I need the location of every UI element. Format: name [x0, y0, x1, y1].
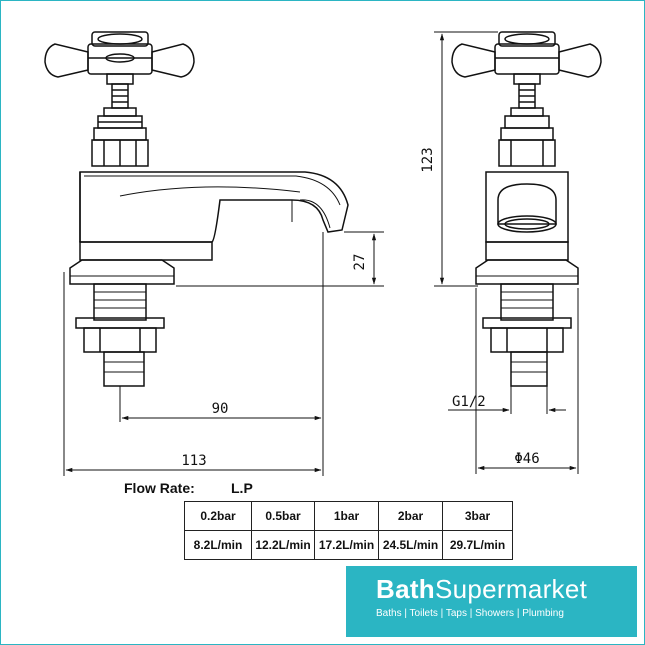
- flow-header-cell: 0.5bar: [251, 501, 315, 531]
- flow-header-cell: 3bar: [442, 501, 513, 531]
- brand-logo-text: BathSupermarket: [376, 574, 587, 605]
- flow-rate-table: 0.2bar 0.5bar 1bar 2bar 3bar 8.2L/min 12…: [184, 501, 513, 560]
- front-cross-handle: [44, 31, 195, 78]
- side-body: [485, 171, 569, 261]
- dim-thread: G1/2: [452, 394, 486, 410]
- side-cross-handle: [451, 31, 602, 78]
- flow-rate-type: L.P: [231, 480, 253, 496]
- front-body: [79, 171, 349, 261]
- front-view: [44, 31, 349, 387]
- dim-spout-reach: 90: [212, 401, 229, 417]
- side-base: [475, 259, 579, 285]
- side-shank: [482, 283, 572, 387]
- brand-tagline: Baths | Toilets | Taps | Showers | Plumb…: [376, 608, 564, 619]
- side-dimensions: [434, 31, 579, 474]
- dim-spout-height: 27: [352, 254, 368, 271]
- front-stem: [91, 73, 149, 167]
- brand-name-bold: Bath: [376, 574, 435, 604]
- brand-name-rest: Supermarket: [434, 574, 588, 604]
- flow-value-cell: 17.2L/min: [314, 530, 379, 560]
- front-dimensions: [63, 231, 384, 476]
- dim-total-height: 123: [420, 147, 436, 172]
- side-stem: [498, 73, 556, 167]
- flow-header-cell: 0.2bar: [184, 501, 252, 531]
- flow-value-cell: 29.7L/min: [442, 530, 513, 560]
- dim-diameter: Φ46: [514, 451, 539, 467]
- front-base: [69, 259, 175, 285]
- flow-header-cell: 1bar: [314, 501, 379, 531]
- flow-value-cell: 12.2L/min: [251, 530, 315, 560]
- flow-rate-label: Flow Rate:: [124, 480, 195, 496]
- flow-value-cell: 8.2L/min: [184, 530, 252, 560]
- flow-table-header-row: 0.2bar 0.5bar 1bar 2bar 3bar: [184, 501, 513, 531]
- flow-header-cell: 2bar: [378, 501, 443, 531]
- side-view: [451, 31, 602, 387]
- flow-value-cell: 24.5L/min: [378, 530, 443, 560]
- brand-banner: BathSupermarket Baths | Toilets | Taps |…: [346, 566, 637, 637]
- flow-table-value-row: 8.2L/min 12.2L/min 17.2L/min 24.5L/min 2…: [184, 530, 513, 560]
- dim-overall-length: 113: [181, 453, 206, 469]
- front-shank: [75, 283, 165, 387]
